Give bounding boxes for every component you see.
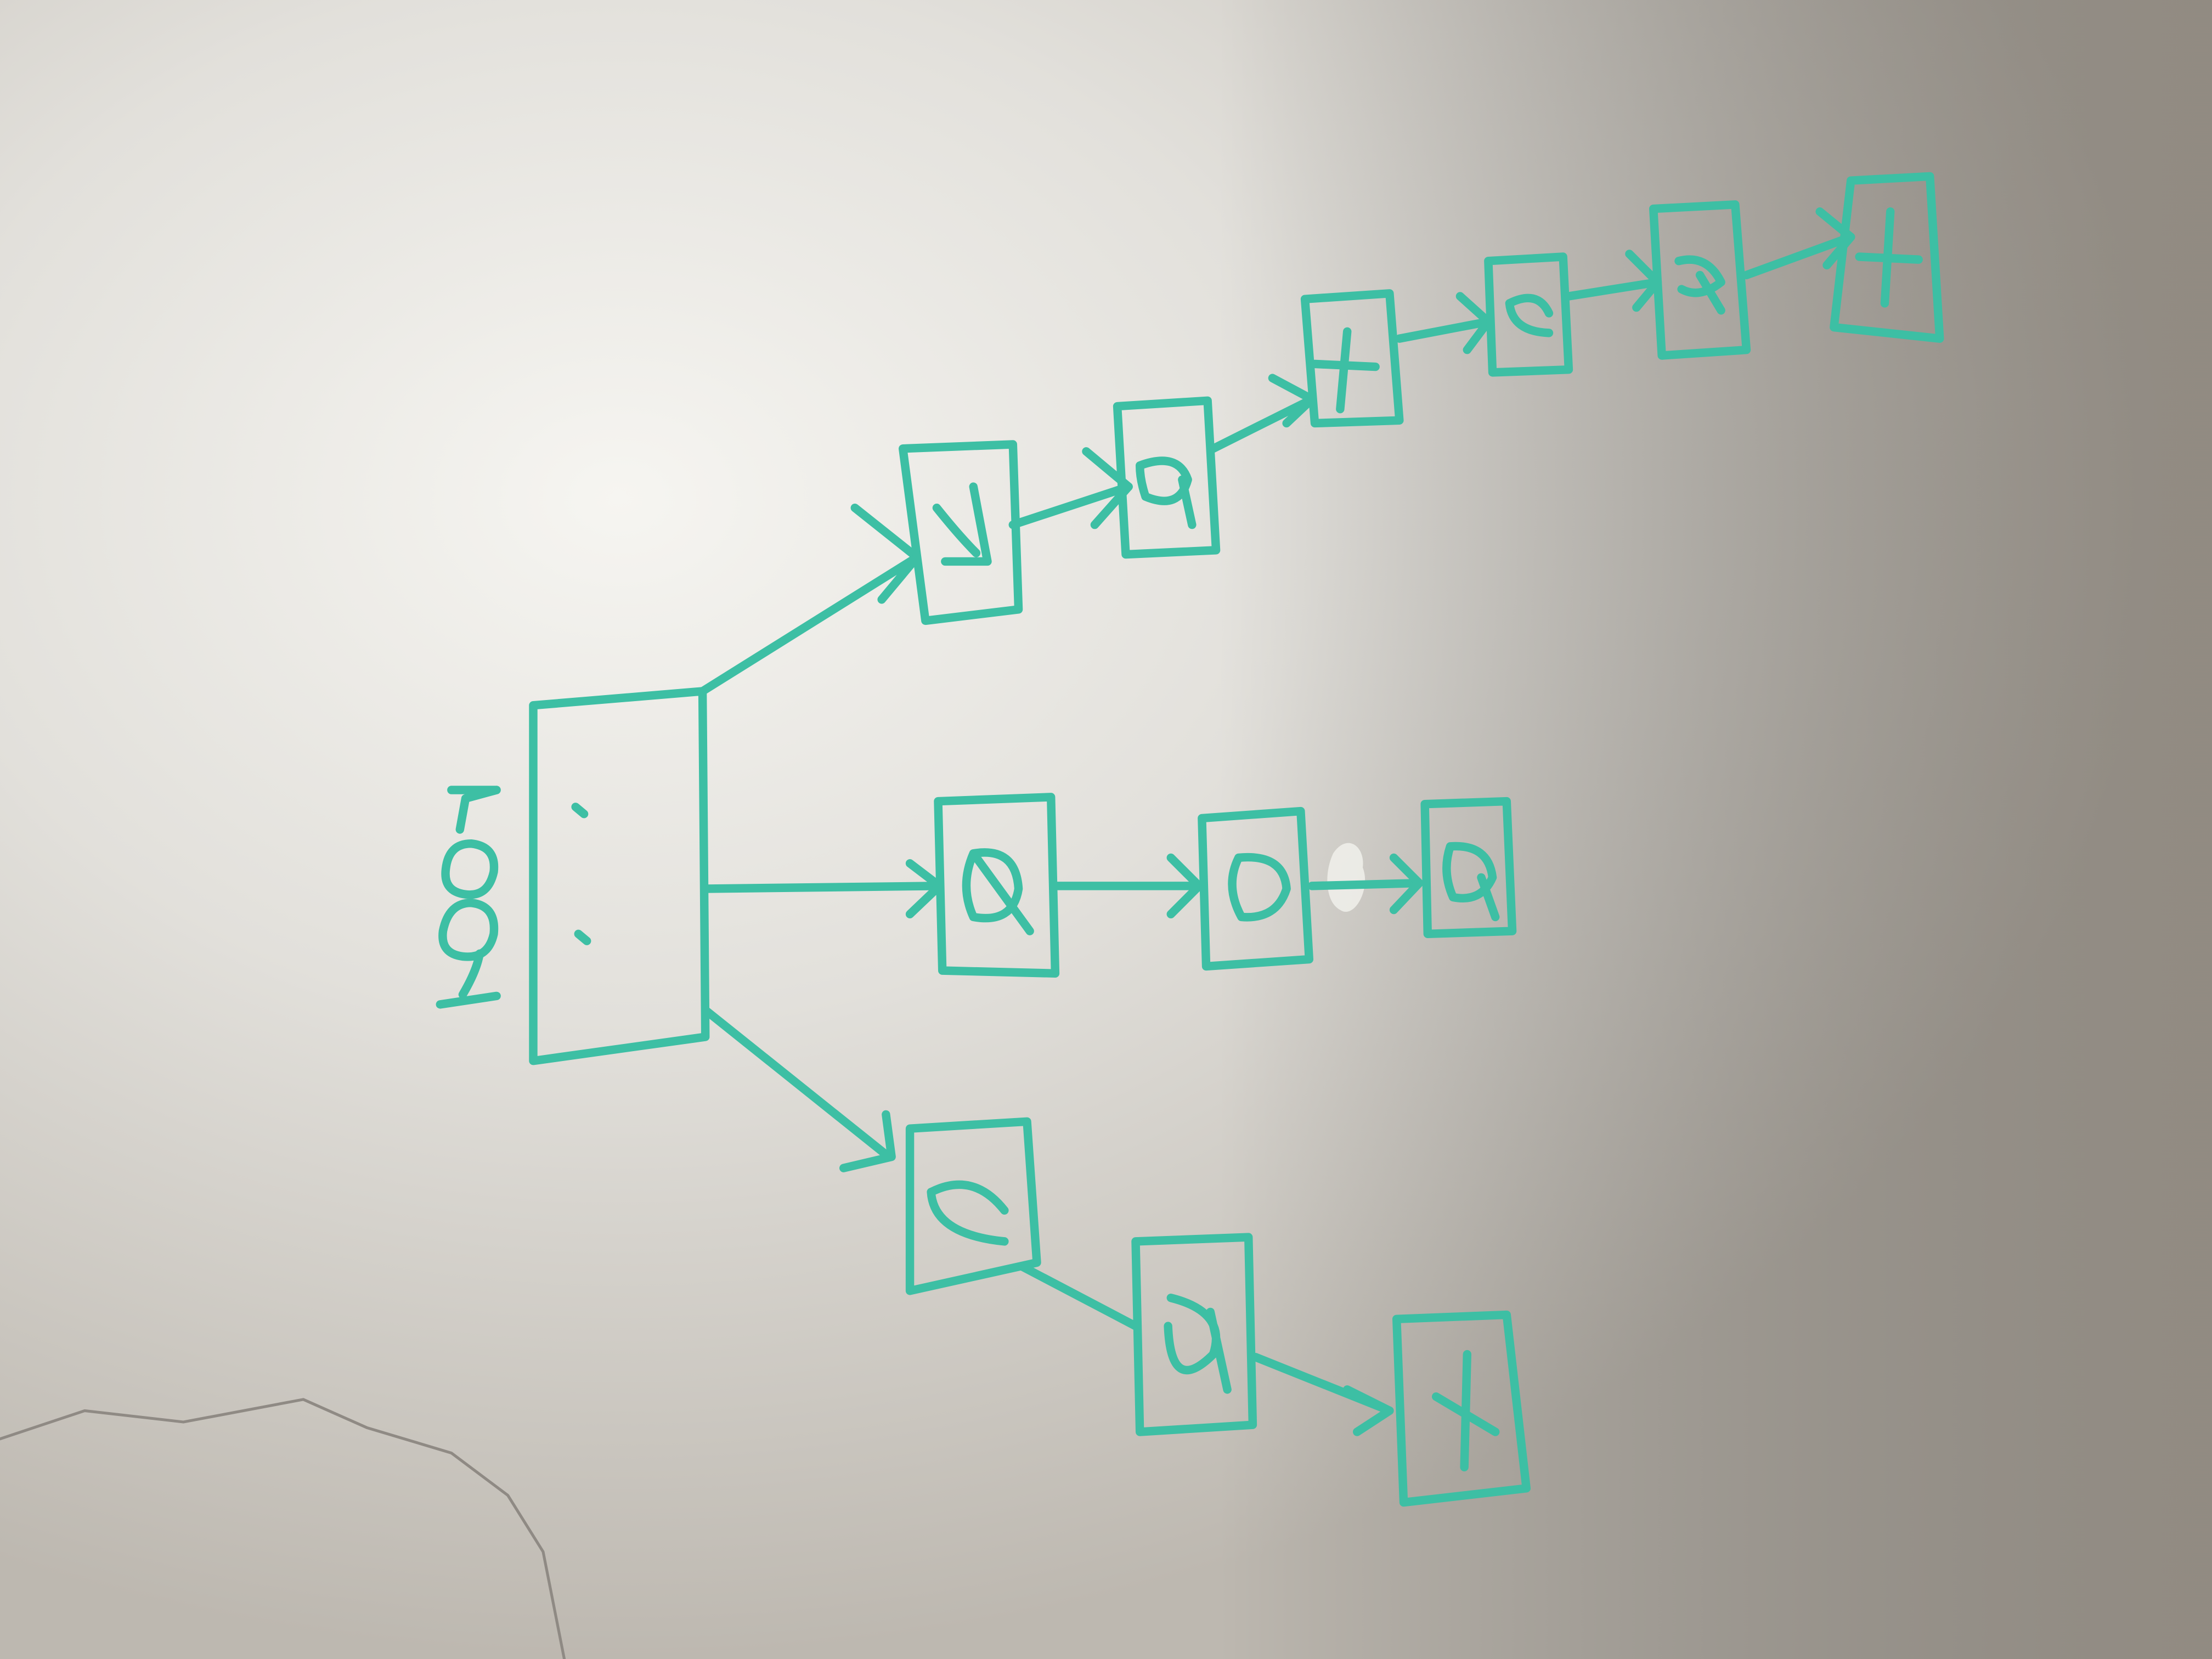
arrowhead [1343, 1385, 1394, 1436]
trie-drawing [436, 172, 1944, 1507]
node-d-letter [962, 848, 1034, 935]
root-dot [574, 929, 591, 945]
node-t-branch3 [1300, 289, 1404, 428]
node-c [905, 1117, 1041, 1295]
arrowhead [839, 1110, 896, 1172]
node-a-letter [1164, 1294, 1232, 1394]
arrowhead [1166, 853, 1204, 919]
node-c-letter [1505, 294, 1554, 337]
board-crack [0, 1398, 566, 1659]
arrowhead [1389, 853, 1424, 915]
edge-o-g [1307, 879, 1423, 890]
node-d [934, 793, 1060, 978]
node-o [1198, 806, 1314, 971]
node-g-letter [1442, 842, 1500, 922]
edge-h-t [1742, 233, 1855, 280]
node-t-end [1830, 172, 1944, 343]
node-g [1420, 797, 1517, 939]
board-smudge [1327, 843, 1365, 912]
root-label-root [436, 786, 501, 1009]
root-dot [571, 803, 589, 819]
node-t-branch1 [1392, 1310, 1531, 1507]
edge-root-h [698, 553, 922, 696]
node-h-letter [932, 482, 992, 566]
edge-t-c [1395, 317, 1493, 343]
node-o-letter [1228, 853, 1291, 922]
node-a-letter [1136, 456, 1197, 529]
edge-a-t-branch3 [1209, 395, 1317, 453]
arrowhead [1815, 207, 1855, 270]
root-node [436, 687, 710, 1065]
edge-root-c [701, 1006, 893, 1161]
node-c-letter [927, 1180, 1009, 1246]
node-h-letter [1674, 255, 1725, 315]
node-a-branch1 [1131, 1233, 1257, 1436]
node-t-letter [1855, 207, 1923, 308]
node-h-branch3 [1649, 200, 1751, 360]
edge-c-h [1564, 278, 1662, 301]
node-a-branch3 [1113, 396, 1221, 559]
node-t-letter [1310, 327, 1380, 414]
edge-root-d [701, 882, 943, 893]
arrowhead [1082, 447, 1133, 529]
edge-c-a [1018, 1262, 1140, 1330]
node-t-letter [1432, 1350, 1500, 1472]
edge-h-a [1008, 482, 1133, 529]
node-h [899, 440, 1023, 625]
node-c-branch3 [1484, 252, 1573, 377]
